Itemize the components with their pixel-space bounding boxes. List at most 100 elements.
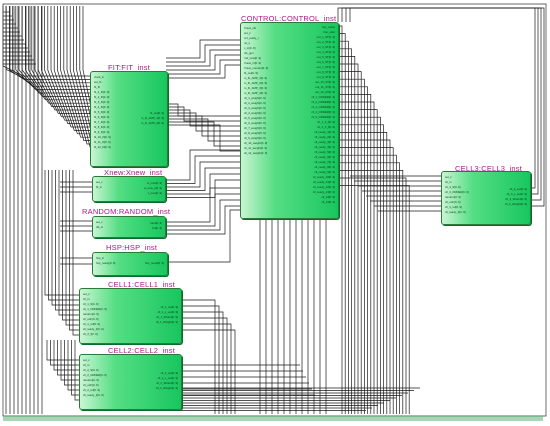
xnew-output-pin: w_new_c[0..9] [144,185,162,190]
fit-input-pin: fit_3_fit[0..9] [94,100,110,104]
control-input-pin: m_fit_AMP_1[0..9] [244,76,268,80]
control-input-pin: m_fit_AMP_2[0..9] [244,81,268,85]
control-output-pin: cll_ready_5[0..9] [314,150,335,154]
control-input-pin: cll_2_weight[0..9] [244,101,266,105]
control-output-pin: cll_ready_2[0..9] [314,135,335,139]
wire [337,40,349,414]
control-output-pin: out_4_ST[0..9] [316,50,335,54]
fit-input-pin: fit_2_fit[0..9] [94,95,110,99]
wire [65,170,79,326]
wire [60,6,90,138]
cell1-input-pin: random[0..9] [83,312,99,316]
control-input-pin: cnt_ready_i [244,36,259,40]
control-output-pin: cll_ready_8[0..9] [314,165,335,169]
cell1-input-pin: cll_1_ORDER[0..9] [83,307,107,311]
wire [9,6,90,84]
fit-input-pin: fit_4_fit[0..9] [94,105,110,109]
control-input-pin: clk_gen [244,51,254,55]
wire [337,71,362,414]
wire [164,205,240,235]
wire [164,199,240,231]
wire [337,63,359,414]
control-input-pin: c_in[0..9] [244,46,256,50]
cell2-output-pin: cll_2_out[0..9] [160,371,178,375]
fit-input-pin: fit_5_fit[0..9] [94,110,110,114]
control-input-pin: Xnew_counter[0..9] [244,66,269,70]
hsp-input-pin: hsp_in [96,256,105,260]
control-output-pin: cll_ready_13[0..9] [312,190,335,194]
xnew-output-pin: w_new[0..9] [147,180,162,185]
wire [164,179,240,198]
hsp-output-pin: hsp_result[0..9] [144,260,164,265]
wire [180,305,220,414]
control-output-pin: cll_2_ORDER[0..9] [311,100,335,104]
control-output-pin: cll_ready_12[0..9] [312,185,335,189]
wire [180,317,228,414]
cell3-output-pin: cll_3_out[0..9] [509,187,527,191]
random-input-pin: clk_in [96,225,104,229]
wire [62,170,79,321]
wire [50,340,79,366]
control-output-pin: cll_14[0..9] [321,200,335,204]
wire [337,154,397,414]
cell3-input-pin: cll_ready_3[0..9] [445,210,466,214]
cell2-input-pin: cll_in [83,363,90,367]
random-input-pin: set_c [96,220,103,224]
wire [57,6,90,135]
fit-input-pin: fit_9_fit[0..9] [94,130,110,134]
fit-input-pin: fit_7_fit[0..9] [94,120,110,124]
fit-output-pin: fit_out[0..9] [150,110,164,115]
wire [166,118,240,142]
wire [164,173,240,195]
fit-input-pin: fit_6_fit[0..9] [94,115,110,119]
wire [337,170,404,414]
wire [51,170,79,306]
wire [25,6,90,101]
cell1-input-pin: set_c [83,292,90,296]
wire [50,6,90,128]
control-input-pin: cll_10_weight[0..9] [244,141,268,145]
wire [337,147,394,414]
wire [166,115,240,137]
wire [337,139,391,414]
wire [55,170,79,311]
wire [28,6,90,104]
wire [349,7,545,207]
wire [72,170,79,336]
wire [180,299,216,414]
control-output-pin: cll_4_ORDER[0..9] [311,110,335,114]
control-output-pin: cll_ready_6[0..9] [314,155,335,159]
xnew-block-title: Xnew:Xnew_inst [104,168,163,177]
horizontal-scrollbar[interactable] [3,416,543,421]
wire [166,49,240,67]
cell1-output-pin: cll_1_Weight[0..9] [155,320,178,324]
cell1-output-pin: cll_1_out[0..9] [160,305,178,309]
wire [164,155,240,184]
wire [166,39,240,59]
control-output-pin: out_1_ST[0..9] [316,35,335,39]
cell2-output-pin: cll_2_Weight[0..9] [155,386,178,390]
control-input-pin: cll_5_weight[0..9] [244,116,266,120]
control-output-pin: cll_13[0..9] [321,195,335,199]
control-input-pin: cll_6_weight[0..9] [244,121,266,125]
control-input-pin: cll_7_weight[0..9] [244,126,266,130]
cell3-input-pin: cll_in [445,180,452,184]
cell1-input-pin: cll_X_f[0..9] [83,332,98,336]
wire [2,3,547,417]
wire [337,86,368,414]
control-output-pin: cll_1_X_f[0..9] [317,120,335,124]
cell3-output-pin: cll_3_Weight[0..9] [504,202,527,206]
cell1-block-title: CELL1:CELL1_inst [108,280,175,289]
wire [337,48,352,414]
wire [166,109,240,127]
fit-input-pin: fit_11_fit[0..9] [94,140,111,144]
